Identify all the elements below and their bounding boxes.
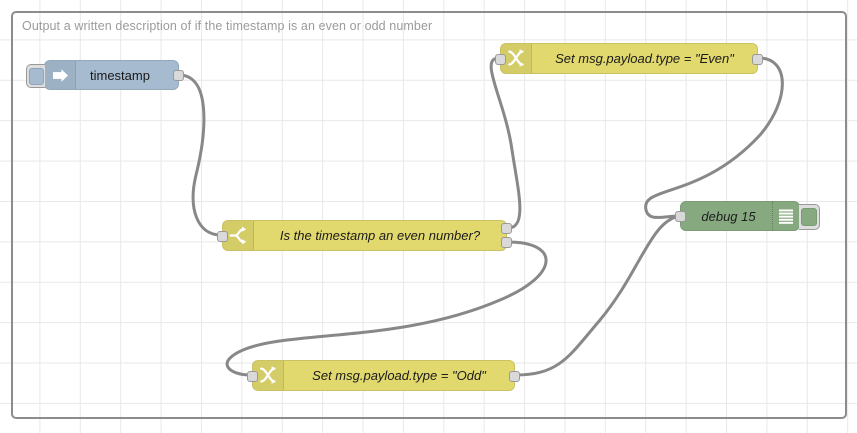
debug-lines-icon [772,202,799,230]
node-label-debug: debug 15 [701,208,756,224]
output-port[interactable] [173,70,184,81]
output-port-0[interactable] [501,223,512,234]
node-label-change-odd: Set msg.payload.type = "Odd" [312,368,486,383]
node-inject-timestamp[interactable]: timestamp [26,60,184,90]
inject-button-swatch [28,67,44,85]
input-port[interactable] [247,371,258,382]
inject-trigger-button[interactable] [26,64,45,88]
switch-icon [223,221,254,250]
debug-toggle-button[interactable] [799,204,820,230]
input-port[interactable] [217,231,228,242]
arrow-right-icon [45,61,76,89]
change-icon [253,361,284,390]
node-label-switch: Is the timestamp an even number? [279,228,481,243]
group-label: Output a written description of if the t… [22,19,433,33]
output-port-1[interactable] [501,237,512,248]
input-port[interactable] [495,54,506,65]
node-label-inject: timestamp [90,67,150,83]
debug-button-swatch [801,208,817,226]
output-port[interactable] [509,371,520,382]
group-frame[interactable] [11,11,847,419]
node-label-change-even: Set msg.payload.type = "Even" [555,51,734,66]
input-port[interactable] [675,211,686,222]
change-icon [501,44,532,73]
node-change-even[interactable]: Set msg.payload.type = "Even" [495,43,763,74]
node-switch-even[interactable]: Is the timestamp an even number? [217,220,512,251]
node-change-odd[interactable]: Set msg.payload.type = "Odd" [247,360,520,391]
output-port[interactable] [752,54,763,65]
node-debug-15[interactable]: debug 15 [675,201,820,231]
